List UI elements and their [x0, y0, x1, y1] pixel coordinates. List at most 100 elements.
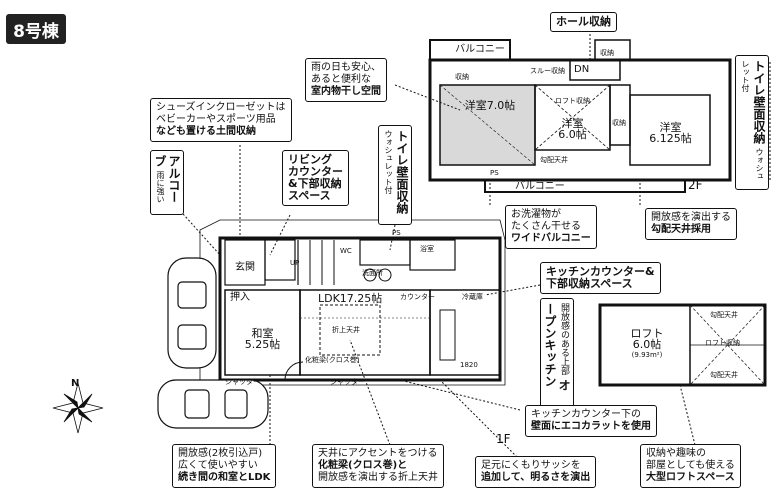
room-counter: カウンター: [400, 293, 435, 301]
room-sink: 洗面所: [362, 269, 383, 277]
callout-ecocarat: キッチンカウンター下の 壁面にエコカラットを使用: [525, 405, 657, 437]
callout-open-kitchen-sub: 開放感のある上部: [559, 303, 569, 375]
first-floor-plan: [199, 219, 506, 386]
callout-wide-balcony: お洗濯物が たくさん干せる ワイドバルコニー: [505, 205, 597, 249]
loft-hatch: ロフト収納: [705, 339, 740, 347]
callout-rainy-day-line-1: 雨の日も安心、: [311, 62, 381, 73]
callout-alcove-sub: 雨に強い: [156, 171, 165, 204]
room-balcony-top: バルコニー: [455, 44, 505, 55]
callout-wide-balcony-line-2: たくさん干せる: [511, 221, 581, 232]
compass-rose-icon: [52, 382, 104, 434]
room-folded-ceiling: 折上天井: [332, 326, 360, 334]
loft-room: ロフト 6.0帖 (9.93m²): [622, 328, 672, 361]
callout-rainy-day-line-2: あると便利な: [311, 74, 371, 85]
callout-living-counter-line-3: &下部収納: [288, 177, 342, 190]
callout-living-counter: リビング カウンター &下部収納 スペース: [282, 150, 349, 206]
callout-sash-line-2: 追加して、明るさを演出: [481, 472, 591, 483]
callout-shoes-closet-line-1: シューズインクローゼットは: [156, 102, 286, 113]
compass-north-label: N: [71, 378, 80, 389]
callout-cross-beam: 天井にアクセントをつける 化粧梁(クロス巻)と 開放感を演出する折上天井: [312, 444, 444, 488]
callout-living-counter-line-2: カウンター: [288, 165, 343, 178]
callout-living-counter-line-1: リビング: [288, 153, 332, 166]
room-western-a: 洋室 6.0帖: [545, 118, 600, 140]
room-storage-c: 収納: [612, 119, 626, 127]
room-ps-2f: PS: [490, 169, 499, 177]
callout-loft-space-line-3: 大型ロフトスペース: [646, 472, 735, 483]
callout-sash-line-1: 足元にくもりサッシを: [481, 460, 581, 471]
callout-loft-space-line-2: 部屋としても使える: [646, 460, 735, 471]
room-western-a-label: 洋室: [561, 117, 584, 130]
callout-living-counter-line-4: スペース: [288, 189, 331, 202]
callout-toilet-wall-lower-title: トイレ壁面収納: [752, 60, 766, 144]
callout-ecocarat-line-1: キッチンカウンター下の: [531, 409, 641, 420]
callout-kitchen-counter: キッチンカウンター& 下部収納スペース: [540, 262, 661, 294]
callout-hall-storage: ホール収納: [550, 12, 617, 32]
room-shutter-a: シャッター: [225, 378, 260, 386]
callout-loft-space-line-1: 収納や趣味の: [646, 448, 706, 459]
callout-open-kitchen: 開放感のある上部 オープンキッチン: [540, 298, 574, 408]
room-refrigerator: 冷蔵庫: [462, 293, 483, 301]
callout-alcove-title: アルコーブ: [153, 155, 181, 203]
callout-kitchen-counter-line-2: 下部収納スペース: [546, 277, 633, 290]
room-balcony-bottom: バルコニー: [515, 181, 565, 192]
callout-rainy-day-line-3: 室内物干し空間: [311, 86, 381, 97]
room-western-main: 洋室7.0帖: [455, 100, 525, 111]
floor-label-1f: 1F: [496, 432, 511, 446]
callout-sash: 足元にくもりサッシを 追加して、明るさを演出: [475, 456, 597, 488]
callout-cross-beam-line-3: 開放感を演出する折上天井: [318, 472, 438, 483]
callout-wide-balcony-line-1: お洗濯物が: [511, 209, 561, 220]
callout-open-ceiling-line-2: 勾配天井採用: [651, 224, 711, 235]
room-loft-hatch: ロフト収納: [555, 97, 590, 105]
room-western-a-size: 6.0帖: [558, 128, 587, 141]
callout-toilet-wall-upper-title: トイレ壁面収納: [395, 130, 409, 214]
room-wc: WC: [340, 247, 352, 255]
callout-alcove: アルコーブ 雨に強い: [150, 150, 184, 215]
callout-rainy-day: 雨の日も安心、 あると便利な 室内物干し空間: [305, 58, 387, 102]
loft-room-size: 6.0帖: [632, 338, 662, 351]
room-storage-a: 収納: [455, 73, 469, 81]
loft-plan: [598, 303, 767, 387]
callout-shoes-closet-line-2: ベビーカーやスポーツ用品: [156, 114, 276, 125]
room-bath: 浴室: [420, 245, 434, 253]
room-western-b-label: 洋室: [659, 121, 682, 134]
callout-toilet-wall-upper-sub: ウォシュレット付: [384, 130, 393, 194]
callout-open-ceiling: 開放感を演出する 勾配天井採用: [645, 208, 737, 240]
room-width-label: 1820: [460, 361, 478, 369]
room-washitsu-label: 和室: [251, 327, 274, 340]
room-western-b-size: 6.125帖: [649, 132, 692, 145]
callout-washitsu-line-1: 開放感(2枚引込戸): [178, 448, 263, 459]
callout-cross-beam-line-1: 天井にアクセントをつける: [318, 448, 438, 459]
room-washitsu: 和室 5.25帖: [240, 328, 285, 350]
callout-toilet-wall-lower-sub: ウォシュレット付: [741, 60, 764, 181]
loft-room-area: (9.93m²): [631, 351, 663, 359]
callout-cross-beam-line-2: 化粧梁(クロス巻)と: [318, 460, 408, 471]
floor-label-2f: 2F: [688, 178, 703, 192]
room-western-b: 洋室 6.125帖: [638, 122, 703, 144]
callout-washitsu-line-3: 続き間の和室とLDK: [178, 472, 271, 483]
room-through-storage: スルー収納: [530, 67, 565, 75]
callout-open-ceiling-line-1: 開放感を演出する: [651, 212, 731, 223]
building-number-badge: 8号棟: [6, 14, 66, 44]
callout-toilet-wall-upper: トイレ壁面収納 ウォシュレット付: [378, 125, 412, 225]
callout-shoes-closet: シューズインクローゼットは ベビーカーやスポーツ用品 なども置ける土間収納: [150, 98, 292, 142]
callout-loft-space: 収納や趣味の 部屋としても使える 大型ロフトスペース: [640, 444, 741, 488]
room-dn: DN: [574, 64, 590, 75]
room-western-main-size: 7.0帖: [486, 99, 516, 112]
room-washitsu-size: 5.25帖: [244, 338, 281, 351]
room-storage-b: 収納: [600, 49, 614, 57]
room-entrance: 玄関: [235, 262, 255, 273]
callout-kitchen-counter-line-1: キッチンカウンター&: [546, 265, 655, 278]
loft-room-label: ロフト: [630, 327, 664, 340]
callout-washitsu: 開放感(2枚引込戸) 広くて使いやすい 続き間の和室とLDK: [172, 444, 277, 488]
second-floor-plan: [428, 39, 732, 193]
callout-shoes-closet-line-3: なども置ける土間収納: [156, 126, 256, 137]
room-beam-label: 化粧梁(クロス巻): [305, 356, 360, 364]
loft-slope-top: 勾配天井: [710, 311, 738, 319]
room-ps-1f: PS: [392, 229, 401, 237]
callout-open-kitchen-title: オープンキッチン: [543, 303, 571, 392]
room-western-main-label: 洋室: [464, 99, 487, 112]
callout-toilet-wall-lower: トイレ壁面収納 ウォシュレット付: [735, 55, 769, 190]
parked-cars: [157, 257, 269, 429]
callout-wide-balcony-line-3: ワイドバルコニー: [511, 233, 591, 244]
